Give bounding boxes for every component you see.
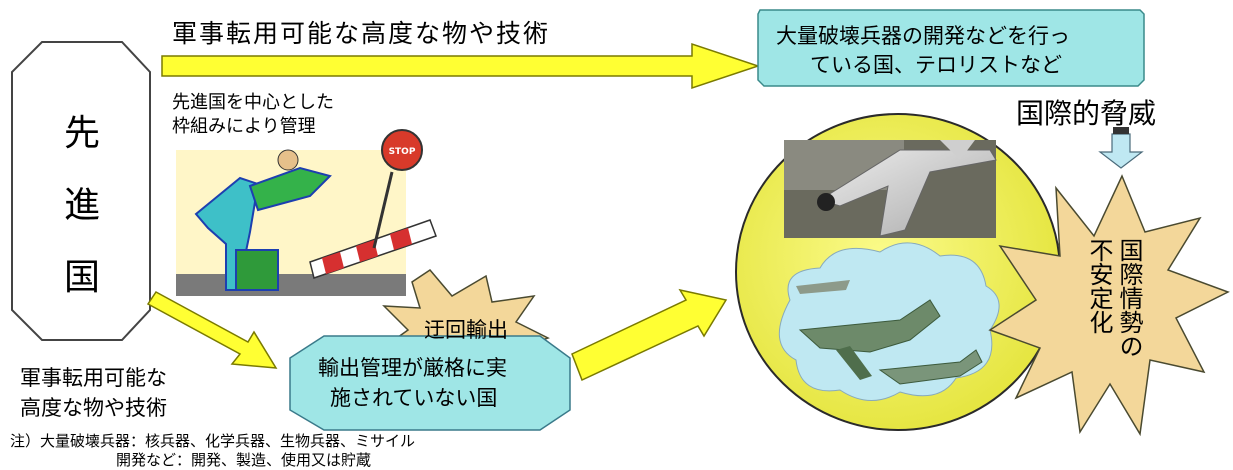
lax-country-line-2: 施されていない国 [330, 386, 498, 410]
footnote-line-2: 開発など：開発、製造、使用又は貯蔵 [116, 451, 372, 469]
top-export-arrow [161, 42, 761, 90]
lax-control-country-box [289, 335, 571, 431]
managed-label-line-2: 枠組みにより管理 [172, 116, 316, 137]
detour-export-label: 迂回輸出 [424, 318, 508, 342]
target-box-line-2: ている国、テロリストなど [810, 53, 1062, 77]
lax-country-line-1: 輸出管理が厳格に実 [318, 356, 507, 380]
developed-country-char-3: 国 [64, 257, 101, 298]
fighter-jet-squadron-icon [778, 242, 1000, 401]
detour-export-arrow [571, 288, 728, 382]
instability-text-col-2: 不安定化 [1085, 238, 1113, 334]
lower-export-arrow [146, 291, 278, 369]
international-threat-label: 国際的脅威 [1016, 97, 1157, 130]
fighter-jet-icon [784, 140, 997, 238]
developed-country-box [11, 41, 151, 341]
bottom-left-label-line-2: 高度な物や技術 [20, 396, 167, 420]
target-country-box [757, 9, 1145, 87]
developed-country-char-1: 先 [64, 113, 101, 154]
developed-country-char-2: 進 [64, 185, 101, 226]
bottom-left-label-line-1: 軍事転用可能な [20, 366, 167, 390]
instability-starburst [988, 174, 1230, 437]
stop-sign-text: STOP [389, 147, 416, 157]
down-arrow [1098, 127, 1144, 169]
managed-label-line-1: 先進国を中心とした [172, 92, 334, 113]
traffic-officer-stop-sign-icon: STOP [176, 129, 437, 296]
instability-text-col-1: 国際情勢の [1115, 238, 1143, 358]
target-box-line-1: 大量破壊兵器の開発などを行っ [776, 24, 1070, 48]
footnote-line-1: 注）大量破壊兵器：核兵器、化学兵器、生物兵器、ミサイル [10, 432, 416, 450]
top-arrow-label: 軍事転用可能な高度な物や技術 [172, 19, 551, 48]
